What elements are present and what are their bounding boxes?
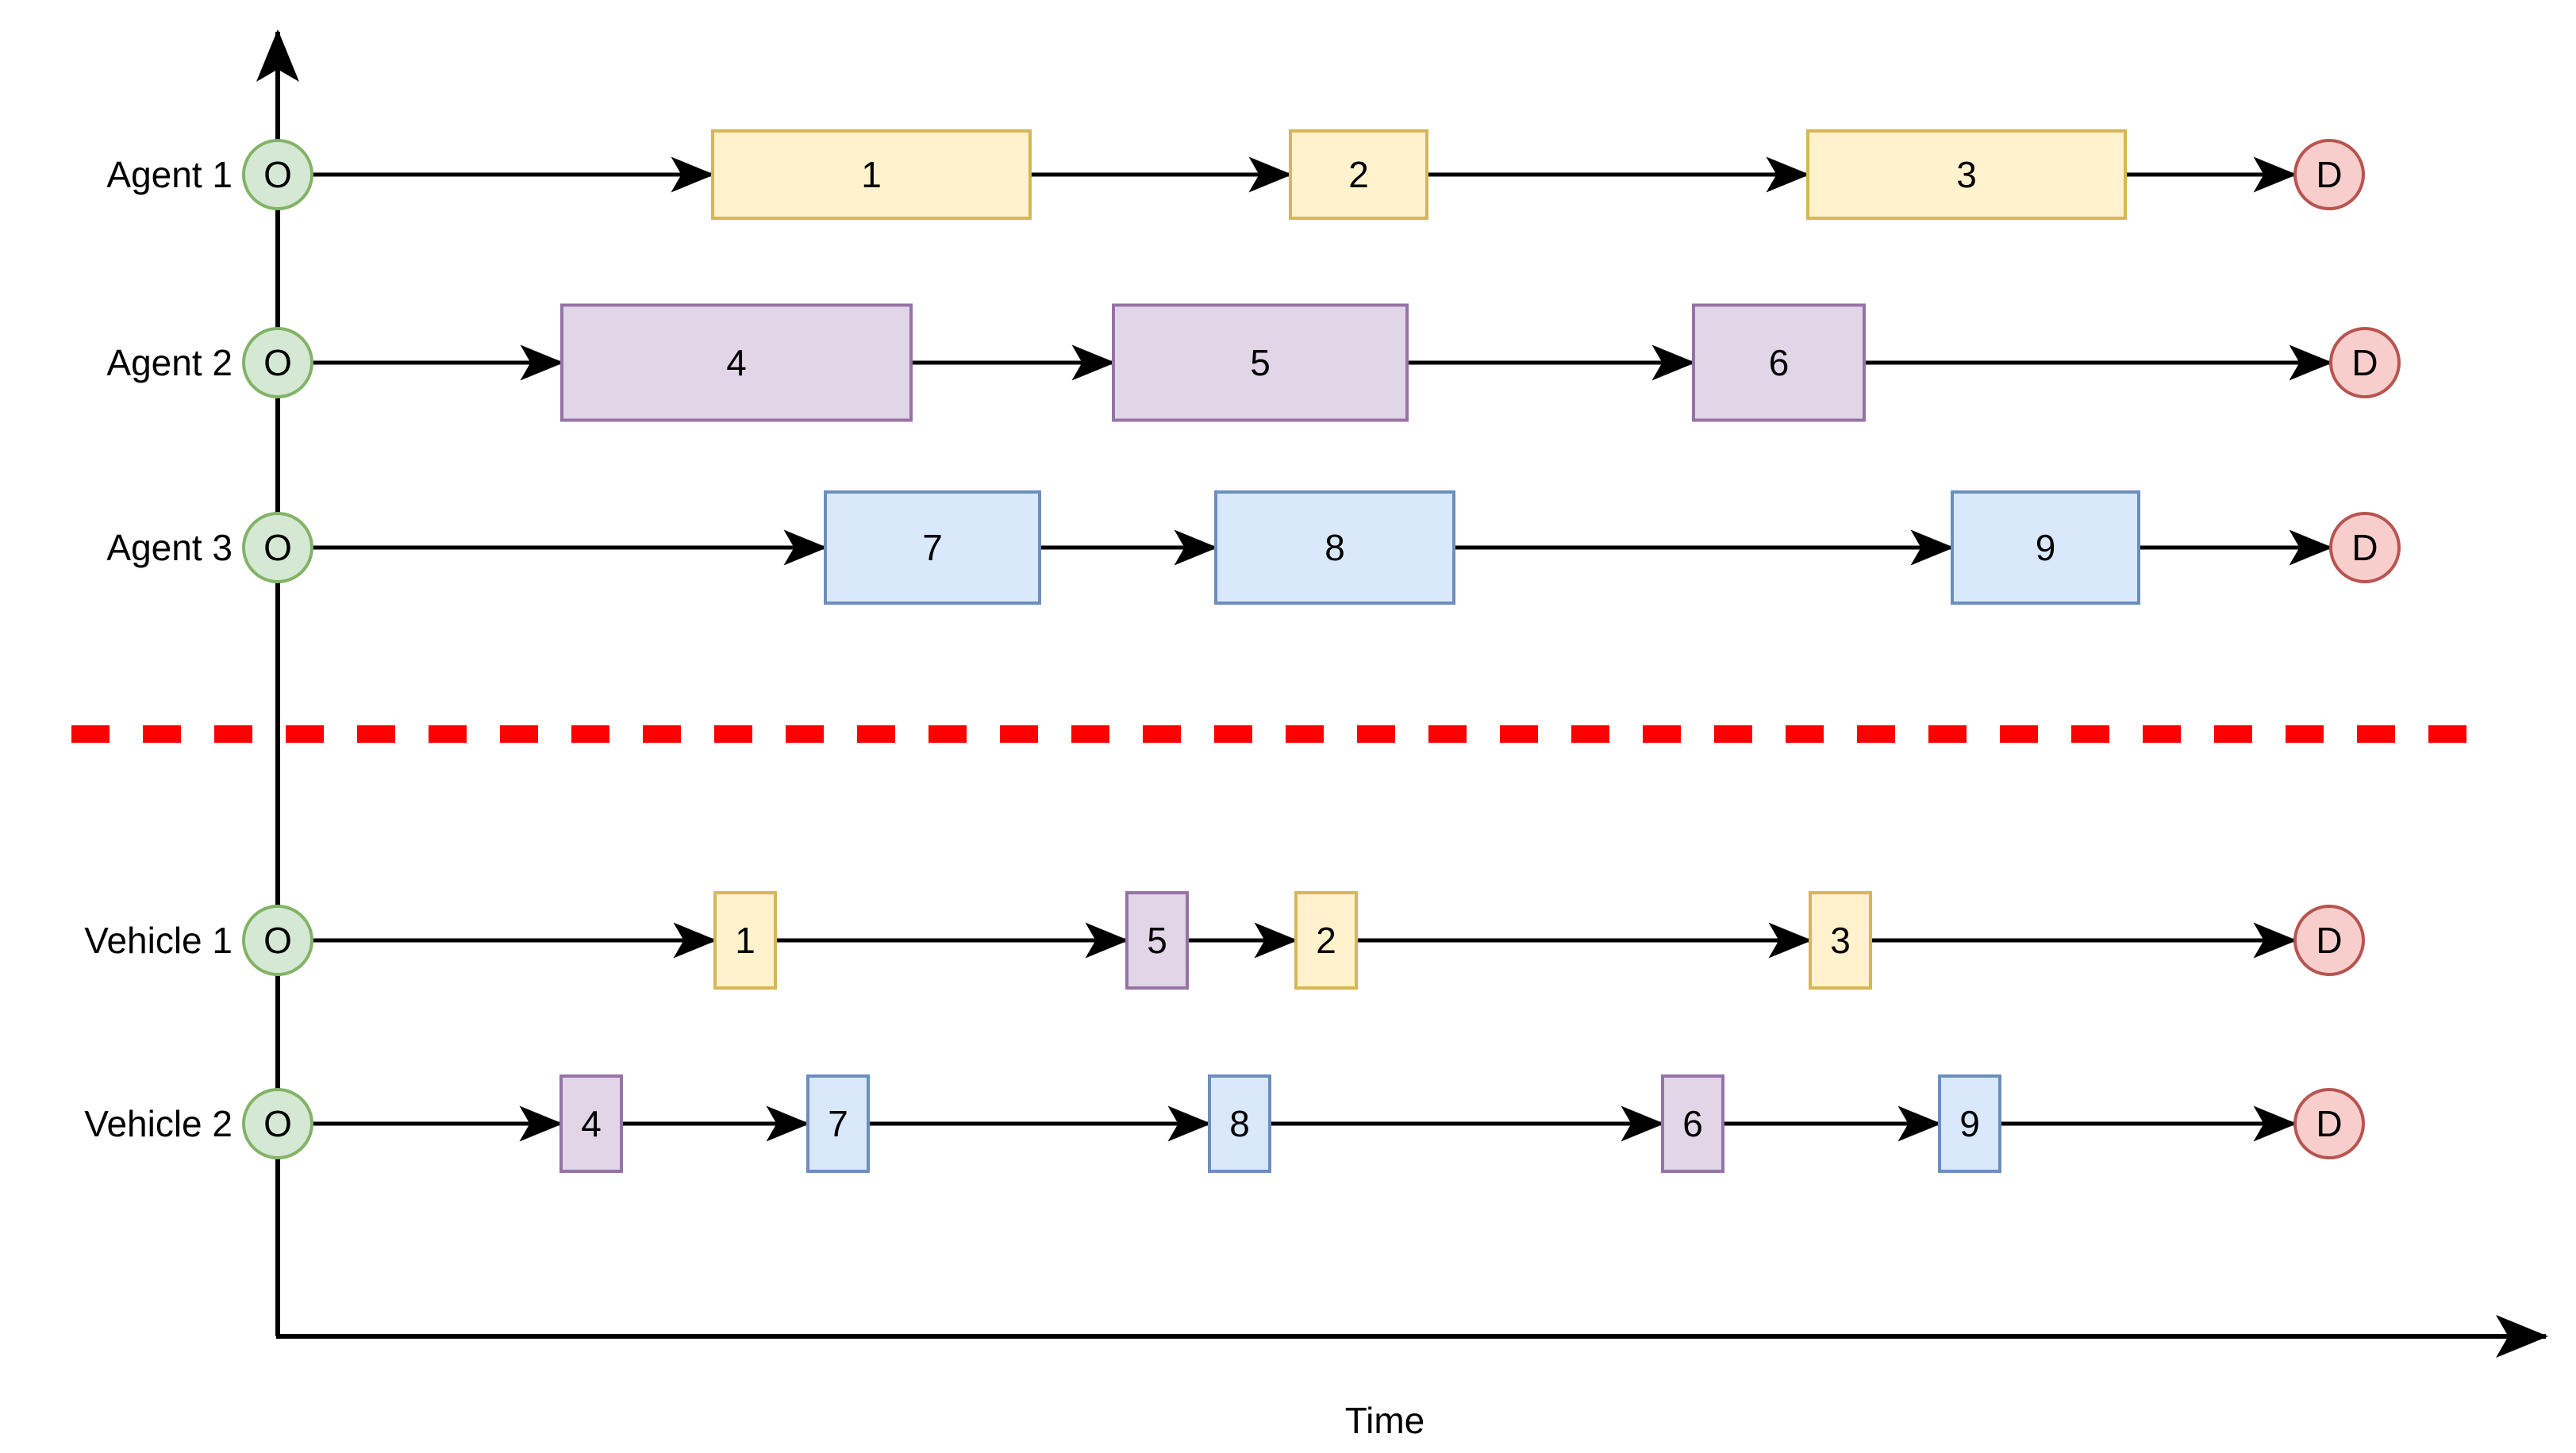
rows-layer (242, 129, 2401, 1173)
task-box-agent-2-4[interactable] (560, 303, 913, 422)
task-box-agent-3-8[interactable] (1214, 490, 1455, 605)
destination-node-agent-1[interactable] (2293, 139, 2365, 210)
task-box-agent-2-6[interactable] (1692, 303, 1866, 422)
task-box-vehicle-2-9[interactable] (1938, 1074, 2001, 1173)
origin-node-agent-2[interactable] (242, 327, 313, 398)
origin-node-agent-3[interactable] (242, 512, 313, 583)
row-agent-1 (242, 129, 2365, 220)
destination-node-vehicle-1[interactable] (2293, 905, 2365, 976)
task-box-vehicle-2-8[interactable] (1208, 1074, 1271, 1173)
row-agent-2 (242, 303, 2401, 422)
task-box-vehicle-2-4[interactable] (559, 1074, 623, 1173)
origin-node-vehicle-2[interactable] (242, 1088, 313, 1159)
task-box-vehicle-1-1[interactable] (713, 891, 777, 990)
task-box-agent-3-7[interactable] (824, 490, 1041, 605)
task-box-vehicle-1-5[interactable] (1125, 891, 1189, 990)
task-box-vehicle-2-6[interactable] (1661, 1074, 1724, 1173)
task-box-vehicle-1-2[interactable] (1294, 891, 1358, 990)
row-agent-3 (242, 490, 2401, 605)
row-label-agent-2: Agent 2 (106, 342, 233, 383)
destination-node-vehicle-2[interactable] (2293, 1088, 2365, 1159)
task-box-agent-3-9[interactable] (1951, 490, 2140, 605)
row-label-agent-1: Agent 1 (106, 154, 233, 195)
row-vehicle-1 (242, 891, 2365, 990)
row-label-vehicle-2: Vehicle 2 (84, 1103, 233, 1144)
task-box-agent-1-3[interactable] (1806, 129, 2127, 220)
task-box-agent-2-5[interactable] (1112, 303, 1409, 422)
task-box-vehicle-1-3[interactable] (1809, 891, 1872, 990)
origin-node-agent-1[interactable] (242, 139, 313, 210)
origin-node-vehicle-1[interactable] (242, 905, 313, 976)
row-vehicle-2 (242, 1074, 2365, 1173)
row-label-vehicle-1: Vehicle 1 (84, 920, 233, 961)
destination-node-agent-2[interactable] (2329, 327, 2401, 398)
task-box-agent-1-2[interactable] (1289, 129, 1428, 220)
task-box-agent-1-1[interactable] (711, 129, 1032, 220)
destination-node-agent-3[interactable] (2329, 512, 2401, 583)
task-box-vehicle-2-7[interactable] (806, 1074, 870, 1173)
row-label-agent-3: Agent 3 (106, 527, 233, 568)
x-axis-label: Time (1344, 1400, 1425, 1441)
